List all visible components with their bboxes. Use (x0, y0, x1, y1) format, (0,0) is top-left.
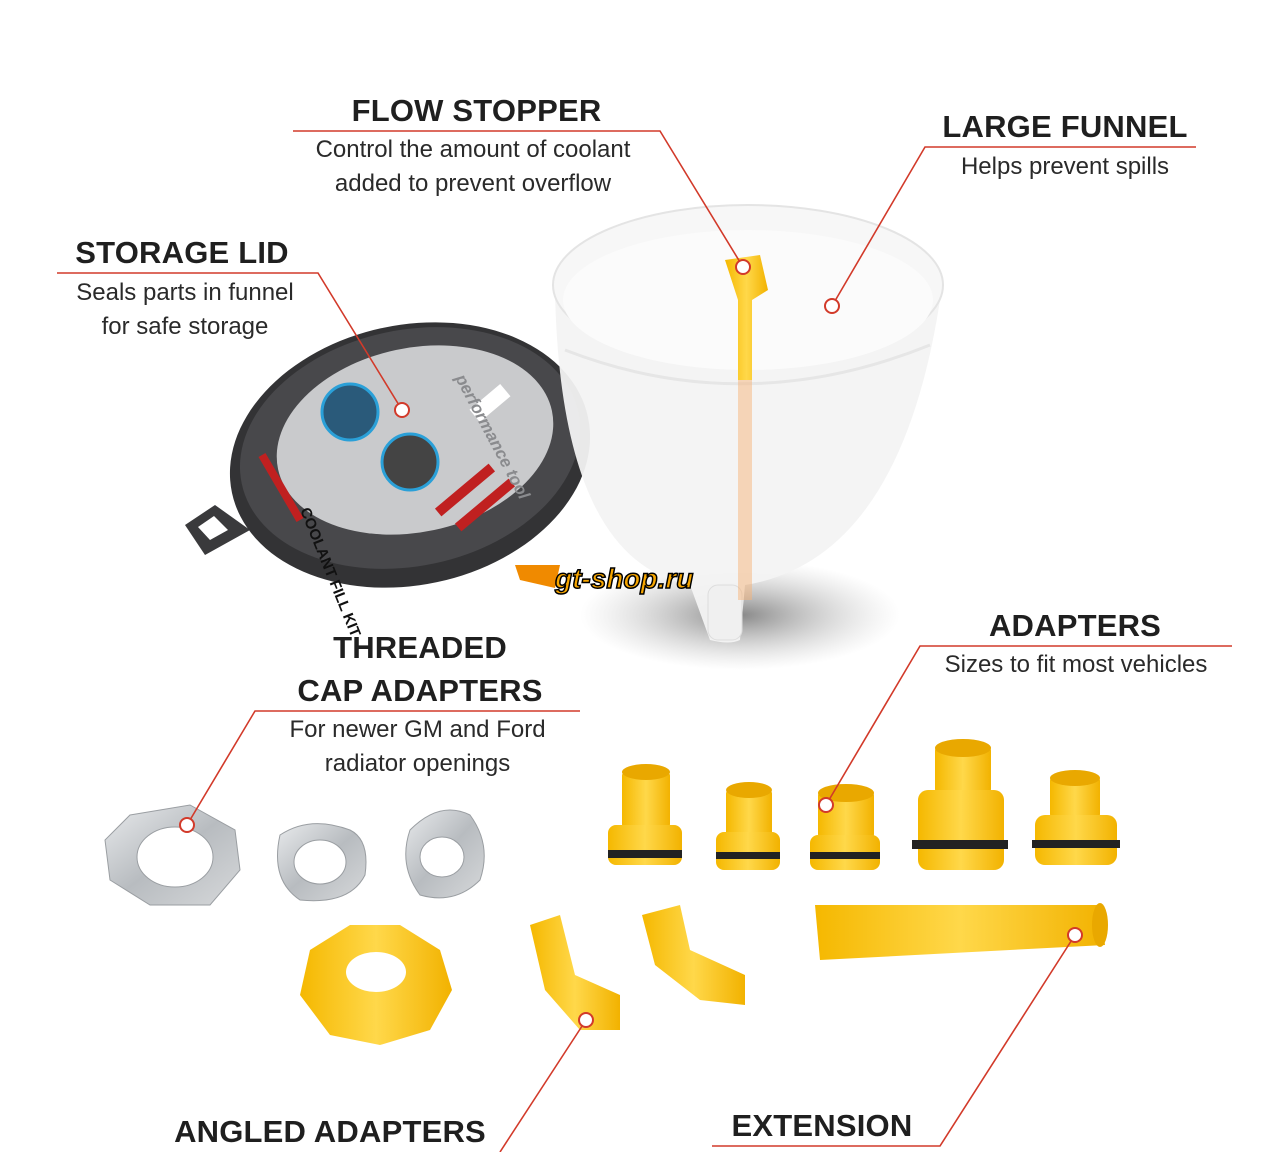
extension-image (815, 903, 1108, 960)
leader-lines (57, 130, 1232, 1152)
adapters-desc: Sizes to fit most vehicles (944, 651, 1208, 678)
flow-stopper-title: FLOW STOPPER (351, 93, 602, 128)
large-funnel-title: LARGE FUNNEL (942, 109, 1188, 144)
threaded-cap-desc-2: radiator openings (324, 750, 511, 777)
storage-lid-desc-1: Seals parts in funnel (76, 279, 294, 306)
extension-title: EXTENSION (731, 1108, 913, 1143)
angled-adapters-image (530, 905, 745, 1030)
angled-adapters-title: ANGLED ADAPTERS (174, 1114, 486, 1149)
threaded-cap-adapters-image (104, 804, 485, 1045)
adapters-image (608, 739, 1120, 870)
flow-stopper-desc-1: Control the amount of coolant (315, 136, 631, 163)
adapters-title: ADAPTERS (988, 608, 1162, 643)
large-funnel-desc: Helps prevent spills (960, 153, 1170, 180)
threaded-cap-title-2: CAP ADAPTERS (297, 673, 543, 708)
threaded-cap-desc-1: For newer GM and Ford (289, 716, 546, 743)
leader-dots (179, 259, 1083, 1028)
watermark-logo: gt-shop.ru (515, 562, 694, 595)
storage-lid-title: STORAGE LID (75, 235, 289, 270)
storage-lid-image (185, 322, 591, 588)
storage-lid-desc-2: for safe storage (101, 313, 269, 340)
watermark-text: gt-shop.ru (554, 563, 693, 594)
threaded-cap-title-1: THREADED (333, 630, 507, 665)
large-funnel-image (552, 204, 944, 643)
flow-stopper-desc-2: added to prevent overflow (334, 170, 612, 197)
